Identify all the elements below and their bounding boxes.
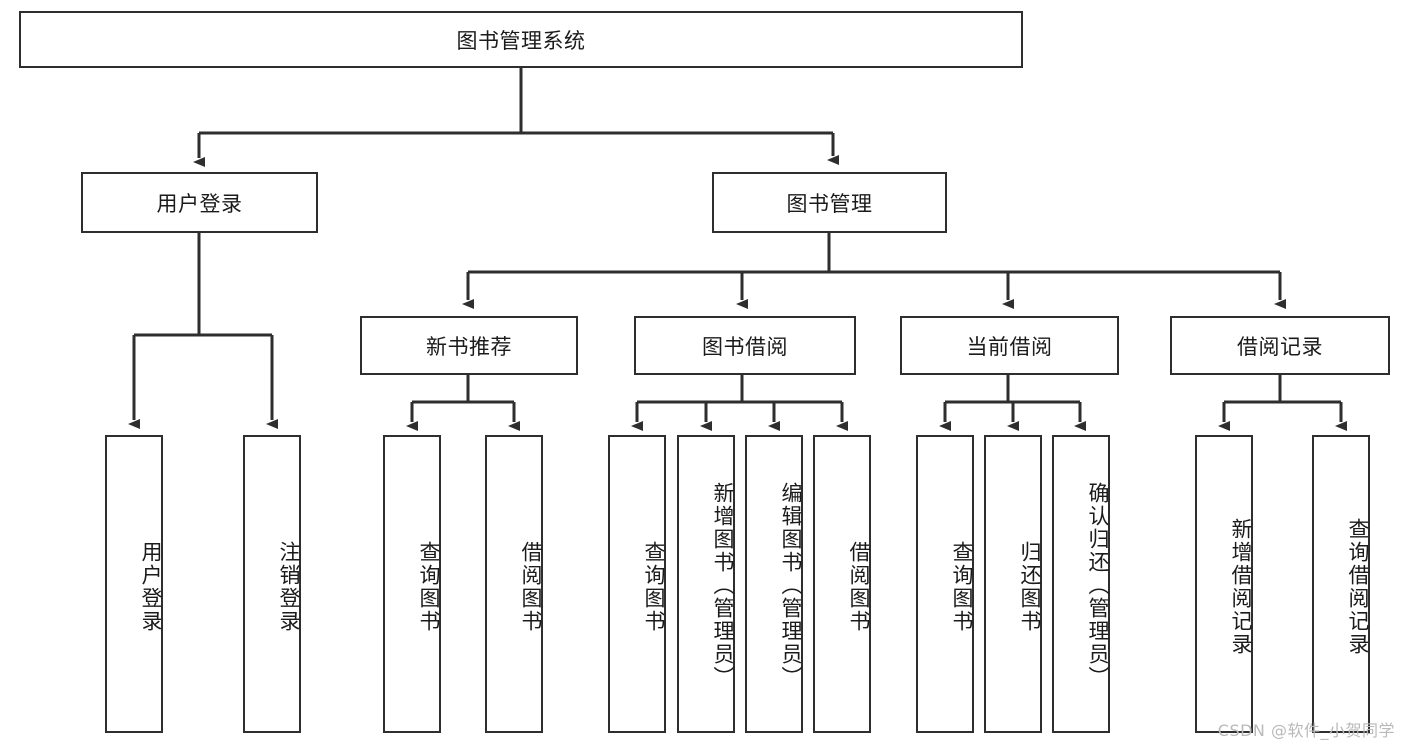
node-leaf-user-login-label: 用户登录 <box>139 541 163 633</box>
node-book-borrow[interactable]: 图书借阅 <box>634 316 856 375</box>
node-borrow-record[interactable]: 借阅记录 <box>1170 316 1390 375</box>
node-new-book-recommend-label: 新书推荐 <box>426 334 512 359</box>
node-book-manage-label: 图书管理 <box>786 191 873 216</box>
node-leaf-query-book-borrow-label: 查询图书 <box>642 541 666 633</box>
node-leaf-return-book[interactable]: 归还图书 <box>984 435 1042 733</box>
node-root-label: 图书管理系统 <box>456 28 586 53</box>
node-leaf-query-book-current-label: 查询图书 <box>950 541 974 633</box>
node-current-borrow-label: 当前借阅 <box>966 334 1053 359</box>
node-leaf-borrow-book[interactable]: 借阅图书 <box>813 435 871 733</box>
node-leaf-add-borrow-record[interactable]: 新增借阅记录 <box>1195 435 1253 733</box>
node-leaf-query-book-recommend[interactable]: 查询图书 <box>383 435 441 733</box>
node-leaf-query-borrow-record[interactable]: 查询借阅记录 <box>1312 435 1370 733</box>
node-book-manage[interactable]: 图书管理 <box>712 172 947 233</box>
node-borrow-record-label: 借阅记录 <box>1237 334 1323 359</box>
node-leaf-return-book-label: 归还图书 <box>1018 541 1042 633</box>
node-leaf-add-book[interactable]: 新增图书（管理员） <box>677 435 735 733</box>
node-book-borrow-label: 图书借阅 <box>702 334 788 359</box>
node-current-borrow[interactable]: 当前借阅 <box>900 316 1119 375</box>
node-leaf-confirm-return[interactable]: 确认归还（管理员） <box>1052 435 1110 733</box>
node-leaf-edit-book[interactable]: 编辑图书（管理员） <box>745 435 803 733</box>
node-leaf-borrow-book-recommend-label: 借阅图书 <box>519 541 543 633</box>
node-leaf-edit-book-label: 编辑图书（管理员） <box>779 482 803 689</box>
node-leaf-query-book-current[interactable]: 查询图书 <box>916 435 974 733</box>
node-leaf-borrow-book-label: 借阅图书 <box>847 541 871 633</box>
node-leaf-user-login[interactable]: 用户登录 <box>105 435 163 733</box>
csdn-watermark: CSDN @软件_小贺同学 <box>1217 721 1395 740</box>
node-leaf-logout-label: 注销登录 <box>277 541 301 633</box>
node-leaf-confirm-return-label: 确认归还（管理员） <box>1086 482 1110 689</box>
node-leaf-logout[interactable]: 注销登录 <box>243 435 301 733</box>
node-leaf-add-borrow-record-label: 新增借阅记录 <box>1229 518 1253 656</box>
node-root[interactable]: 图书管理系统 <box>19 11 1023 68</box>
node-leaf-query-borrow-record-label: 查询借阅记录 <box>1346 518 1370 656</box>
node-leaf-query-book-recommend-label: 查询图书 <box>417 541 441 633</box>
node-user-login-label: 用户登录 <box>156 191 243 216</box>
node-leaf-borrow-book-recommend[interactable]: 借阅图书 <box>485 435 543 733</box>
node-new-book-recommend[interactable]: 新书推荐 <box>360 316 578 375</box>
node-leaf-add-book-label: 新增图书（管理员） <box>711 482 735 689</box>
node-user-login[interactable]: 用户登录 <box>81 172 318 233</box>
node-leaf-query-book-borrow[interactable]: 查询图书 <box>608 435 666 733</box>
